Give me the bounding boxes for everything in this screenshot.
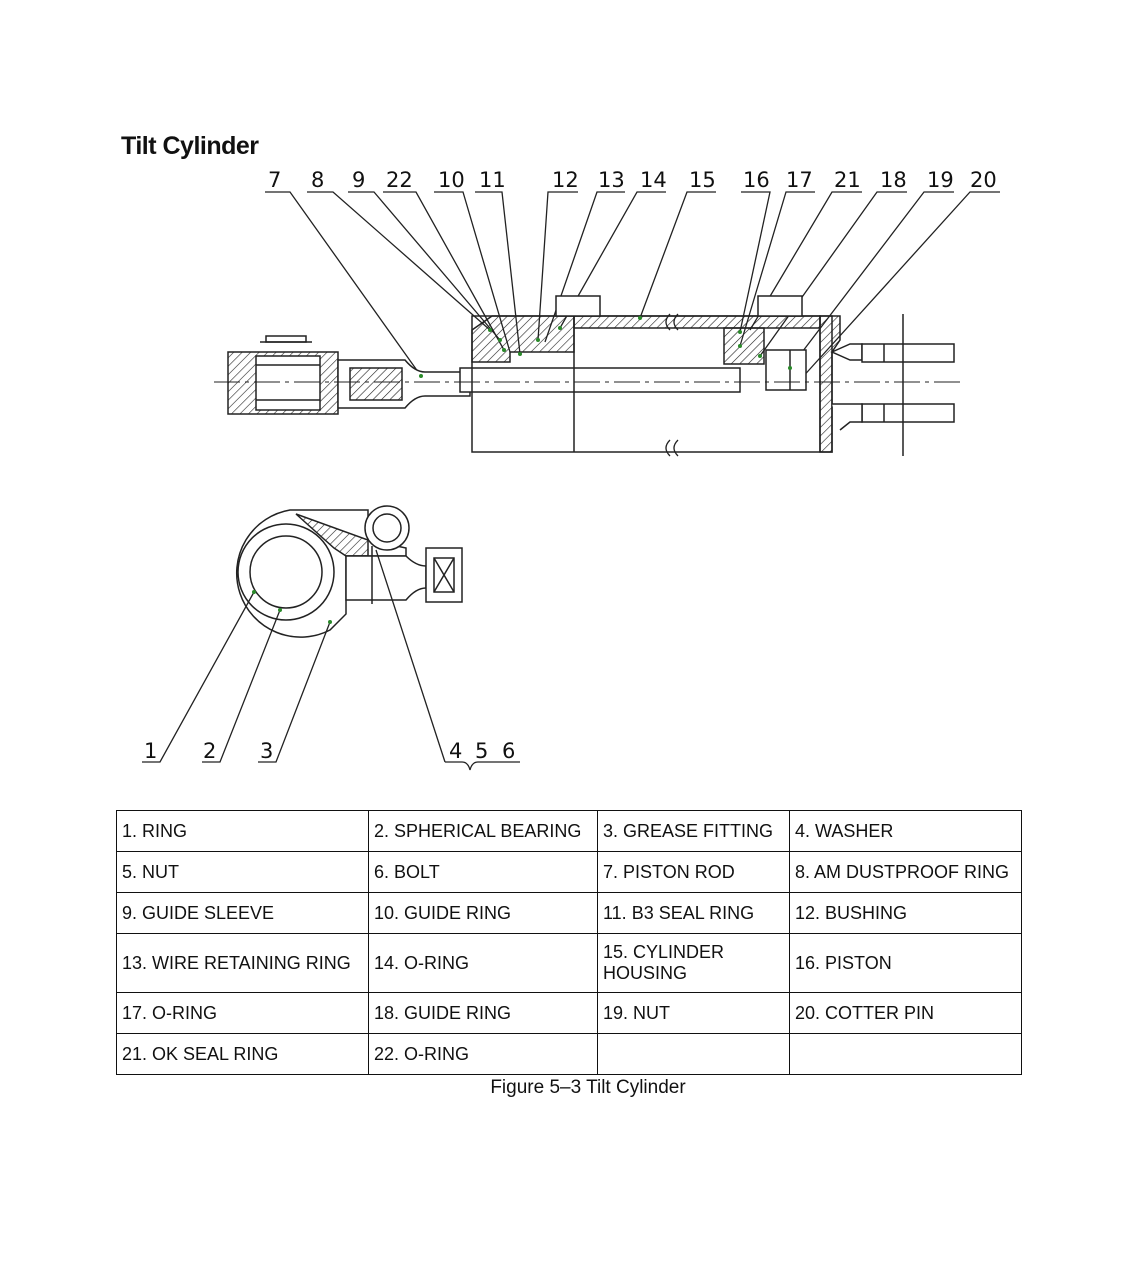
callout-12: 12 [552, 168, 579, 192]
table-cell: 14. O-RING [368, 933, 598, 993]
callout-16: 16 [743, 168, 770, 192]
table-cell: 12. BUSHING [789, 892, 1022, 934]
callout-6: 6 [502, 739, 515, 763]
table-cell: 1. RING [116, 810, 369, 852]
table-cell: 21. OK SEAL RING [116, 1033, 369, 1075]
top-leader-lines [265, 191, 1000, 381]
bottom-callout-labels: 1 2 3 4 5 6 [144, 739, 515, 763]
rod-eye-side-view [235, 505, 463, 638]
callout-17: 17 [786, 168, 813, 192]
callout-14: 14 [640, 168, 667, 192]
table-cell: 10. GUIDE RING [368, 892, 598, 934]
callout-18: 18 [880, 168, 907, 192]
table-cell: 18. GUIDE RING [368, 992, 598, 1034]
table-cell: 2. SPHERICAL BEARING [368, 810, 598, 852]
table-row: 1. RING 2. SPHERICAL BEARING 3. GREASE F… [116, 810, 1022, 852]
top-callout-labels: 7 8 9 22 10 11 12 13 14 15 16 17 21 18 1… [268, 168, 997, 192]
callout-8: 8 [311, 168, 324, 192]
table-cell: 22. O-RING [368, 1033, 598, 1075]
callout-11: 11 [479, 168, 506, 192]
table-cell: 16. PISTON [789, 933, 1022, 993]
callout-9: 9 [352, 168, 365, 192]
callout-5: 5 [475, 739, 488, 763]
bottom-leader-lines [142, 549, 520, 771]
callout-21: 21 [834, 168, 861, 192]
table-cell: 19. NUT [597, 992, 790, 1034]
table-cell: 15. CYLINDER HOUSING [597, 933, 790, 993]
callout-22: 22 [386, 168, 413, 192]
table-cell: 8. AM DUSTPROOF RING [789, 851, 1022, 893]
rod-end-eye [227, 335, 471, 415]
table-cell: 20. COTTER PIN [789, 992, 1022, 1034]
break-marks [665, 313, 679, 457]
clevis-pins [830, 314, 955, 456]
table-cell [597, 1033, 790, 1075]
callout-1: 1 [144, 739, 157, 763]
table-cell: 6. BOLT [368, 851, 598, 893]
callout-7: 7 [268, 168, 281, 192]
callout-2: 2 [203, 739, 216, 763]
tilt-cylinder-drawing: 7 8 9 22 10 11 12 13 14 15 16 17 21 18 1… [142, 168, 1000, 771]
callout-10: 10 [438, 168, 465, 192]
seal-markers [419, 316, 792, 378]
page-title: Tilt Cylinder [121, 132, 259, 160]
table-cell: 11. B3 SEAL RING [597, 892, 790, 934]
piston-rod [459, 367, 741, 393]
table-cell [789, 1033, 1022, 1075]
callout-15: 15 [689, 168, 716, 192]
table-cell: 13. WIRE RETAINING RING [116, 933, 369, 993]
table-row: 5. NUT 6. BOLT 7. PISTON ROD 8. AM DUSTP… [116, 851, 1022, 893]
table-cell: 4. WASHER [789, 810, 1022, 852]
table-cell: 5. NUT [116, 851, 369, 893]
table-cell: 3. GREASE FITTING [597, 810, 790, 852]
table-row: 13. WIRE RETAINING RING 14. O-RING 15. C… [116, 933, 1022, 993]
callout-19: 19 [927, 168, 954, 192]
cylinder-housing [471, 295, 841, 453]
parts-table: 1. RING 2. SPHERICAL BEARING 3. GREASE F… [116, 810, 1022, 1075]
table-cell: 7. PISTON ROD [597, 851, 790, 893]
callout-3: 3 [260, 739, 273, 763]
callout-4: 4 [449, 739, 462, 763]
table-row: 9. GUIDE SLEEVE 10. GUIDE RING 11. B3 SE… [116, 892, 1022, 934]
table-cell: 17. O-RING [116, 992, 369, 1034]
callout-13: 13 [598, 168, 625, 192]
table-row: 17. O-RING 18. GUIDE RING 19. NUT 20. CO… [116, 992, 1022, 1034]
table-row: 21. OK SEAL RING 22. O-RING [116, 1033, 1022, 1075]
table-cell: 9. GUIDE SLEEVE [116, 892, 369, 934]
callout-20: 20 [970, 168, 997, 192]
figure-caption: Figure 5–3 Tilt Cylinder [490, 1077, 686, 1098]
